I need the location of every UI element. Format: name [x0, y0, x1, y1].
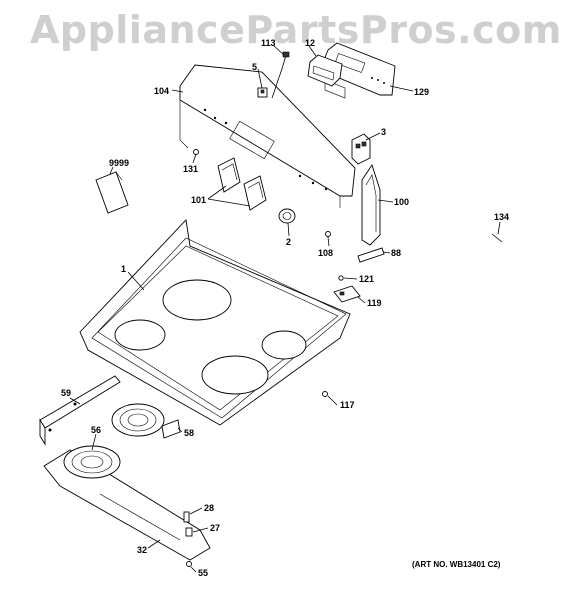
- overlay-12: [307, 54, 343, 87]
- switch-3: [351, 133, 371, 165]
- screw-108: [325, 231, 331, 237]
- screw-131: [193, 149, 199, 155]
- switch-5: [257, 87, 268, 98]
- callout-88: 88: [391, 248, 401, 258]
- callout-12: 12: [305, 38, 315, 48]
- backsplash-panel: [179, 64, 356, 208]
- callout-28: 28: [204, 503, 214, 513]
- element-56-assembly: [43, 445, 211, 561]
- callout-58: 58: [184, 428, 194, 438]
- callout-108: 108: [318, 248, 333, 258]
- callout-121: 121: [359, 274, 374, 284]
- bracket-59: [39, 375, 121, 446]
- callout-56: 56: [91, 425, 101, 435]
- cooktop-main-top: [79, 219, 351, 426]
- callout-32: 32: [137, 545, 147, 555]
- watermark-text: AppliancePartsPros.com: [30, 8, 562, 52]
- literature-9999: [95, 171, 129, 214]
- callout-labels: 113 12 5 104 129 3 9999 131 101 2 100 10…: [61, 38, 509, 578]
- callout-113: 113: [261, 38, 276, 48]
- callout-59: 59: [61, 388, 71, 398]
- callout-129: 129: [414, 87, 429, 97]
- art-number: (ART NO. WB13401 C2): [412, 560, 501, 569]
- part-88: [357, 247, 385, 263]
- screw-134: [491, 233, 503, 243]
- brackets-101: [217, 157, 267, 211]
- hinge-119: [333, 285, 361, 303]
- end-cap-100: [361, 163, 381, 246]
- parts-27-28: [183, 511, 193, 537]
- callout-117: 117: [340, 400, 355, 410]
- leader-lines: [69, 44, 501, 573]
- callout-3: 3: [381, 127, 386, 137]
- callout-1: 1: [121, 264, 126, 274]
- callout-134: 134: [494, 212, 509, 222]
- callout-2: 2: [286, 237, 291, 247]
- callout-55: 55: [198, 568, 208, 578]
- screw-117: [322, 391, 328, 397]
- callout-131: 131: [183, 164, 198, 174]
- callout-101: 101: [191, 195, 206, 205]
- callout-119: 119: [367, 298, 382, 308]
- element-58: [111, 403, 181, 439]
- callout-100: 100: [394, 197, 409, 207]
- knob-2: [278, 208, 296, 224]
- callout-5: 5: [252, 62, 257, 72]
- screw-121: [338, 275, 344, 281]
- callout-9999: 9999: [109, 158, 129, 168]
- screw-55: [186, 561, 192, 567]
- callout-27: 27: [210, 523, 220, 533]
- callout-104: 104: [154, 86, 169, 96]
